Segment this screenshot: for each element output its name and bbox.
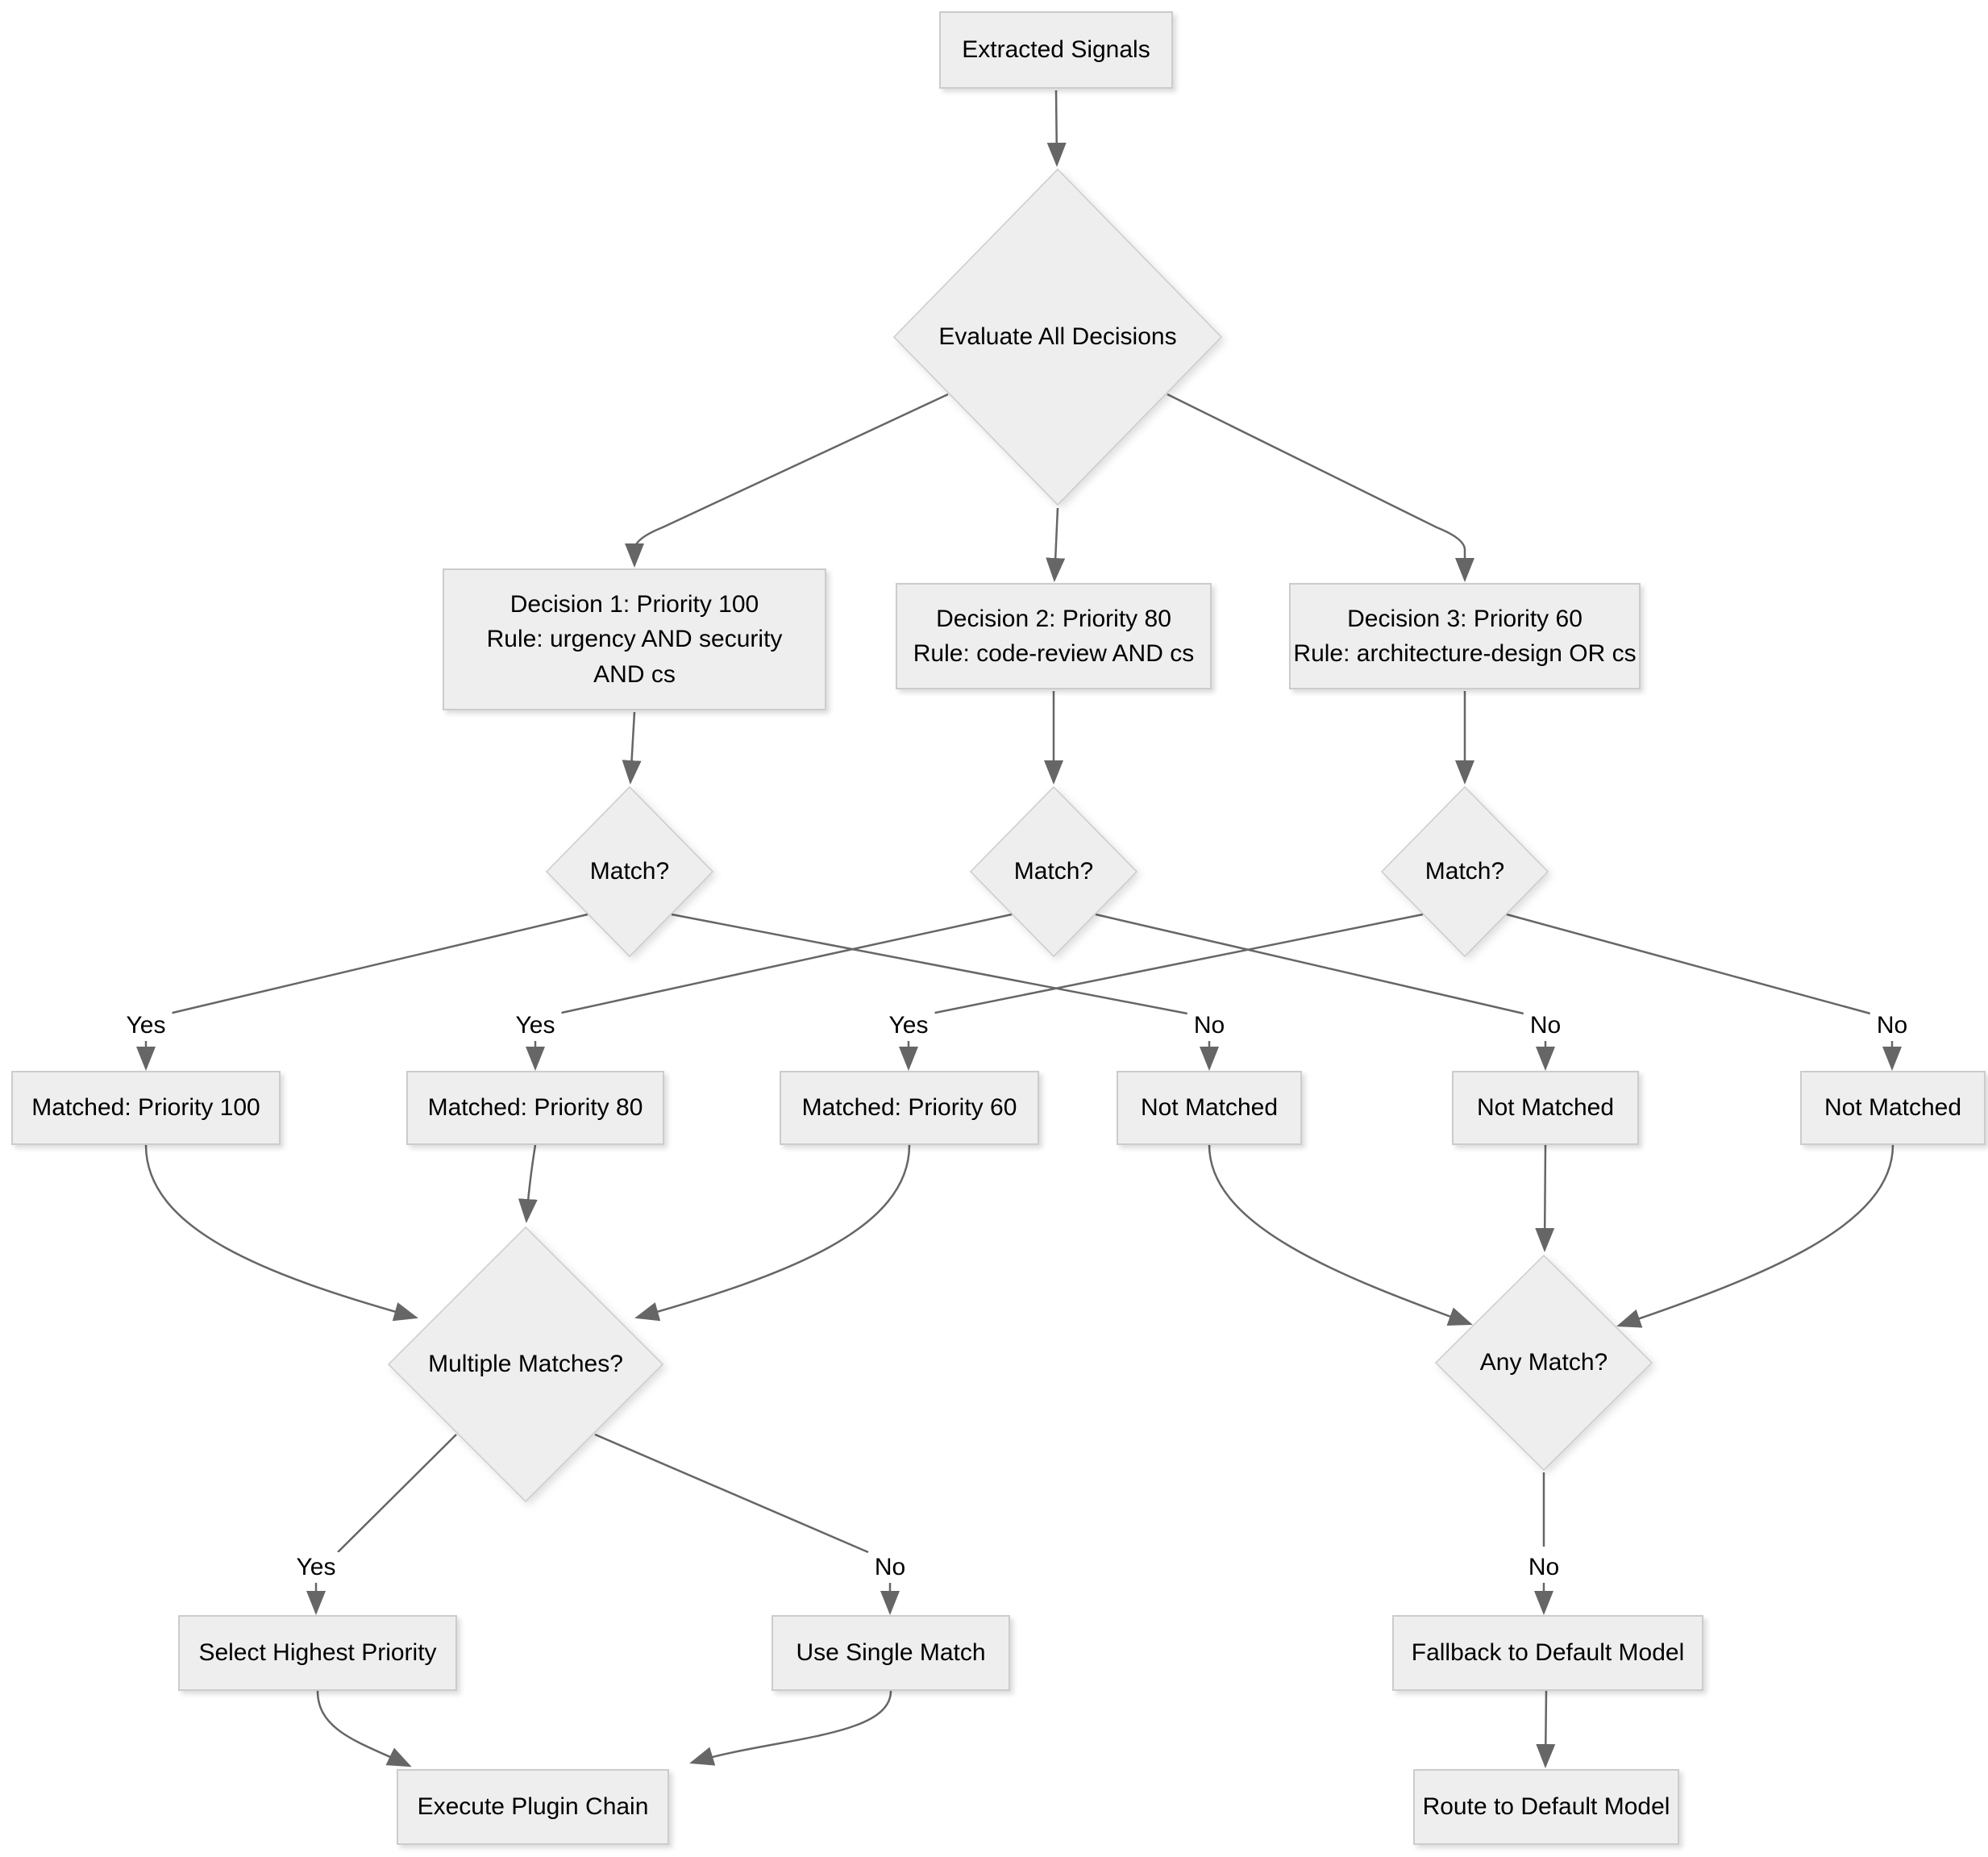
node-decision-2: Decision 2: Priority 80 Rule: code-revie… <box>896 583 1212 689</box>
node-multiple-matches: Multiple Matches? <box>387 1226 664 1503</box>
node-label: Route to Default Model <box>1422 1793 1670 1821</box>
node-label: Matched: Priority 60 <box>801 1094 1017 1122</box>
edge-label-match1-yes: Yes <box>119 1010 173 1041</box>
edge-label-match1-no: No <box>1187 1010 1232 1041</box>
edge-label-match2-no: No <box>1523 1010 1568 1041</box>
node-label: Match? <box>589 858 670 885</box>
node-label: Use Single Match <box>796 1639 986 1667</box>
node-label: Extracted Signals <box>962 36 1150 64</box>
node-label: Match? <box>1424 858 1505 885</box>
edge-match2-no-line <box>1095 913 1524 1015</box>
edge-multiple-yes-line <box>337 1434 457 1553</box>
edge-label-match3-no: No <box>1869 1010 1915 1041</box>
edge-match3-no-line <box>1506 913 1871 1015</box>
edge-match2-yes-line <box>557 913 1013 1015</box>
node-fallback-default-model: Fallback to Default Model <box>1392 1615 1703 1691</box>
edge-label-multiple-no: No <box>867 1552 913 1583</box>
edge-fallback-to-route <box>1536 1690 1556 1768</box>
node-matched-priority-80: Matched: Priority 80 <box>406 1071 664 1145</box>
edge-single-to-execute <box>689 1690 892 1766</box>
diamond-shape <box>1380 785 1549 958</box>
node-label: Matched: Priority 100 <box>31 1094 260 1122</box>
diamond-shape <box>969 785 1138 958</box>
edge-notmatched3-to-anymatch <box>1616 1144 1894 1328</box>
diamond-shape <box>892 168 1223 506</box>
node-label: Any Match? <box>1479 1349 1608 1376</box>
node-extracted-signals: Extracted Signals <box>939 11 1173 89</box>
node-any-match: Any Match? <box>1434 1254 1653 1472</box>
edge-matched100-to-multiple <box>144 1144 418 1322</box>
node-label: Not Matched <box>1140 1094 1279 1122</box>
node-label: Select Highest Priority <box>198 1639 437 1667</box>
edge-label-match2-yes: Yes <box>509 1010 562 1041</box>
edge-label-match3-yes: Yes <box>882 1010 935 1041</box>
node-not-matched-3: Not Matched <box>1800 1071 1986 1145</box>
node-label: Matched: Priority 80 <box>427 1094 643 1122</box>
node-match-2: Match? <box>969 785 1138 958</box>
node-match-3: Match? <box>1380 785 1549 958</box>
node-not-matched-2: Not Matched <box>1452 1071 1639 1145</box>
edge-match3-yes-line <box>930 913 1424 1015</box>
node-use-single-match: Use Single Match <box>771 1615 1010 1691</box>
node-label: Fallback to Default Model <box>1411 1639 1685 1667</box>
edge-matched80-to-multiple <box>518 1144 538 1223</box>
node-not-matched-1: Not Matched <box>1117 1071 1302 1145</box>
diamond-shape <box>1434 1254 1653 1472</box>
edge-matched60-to-multiple <box>634 1144 911 1322</box>
edge-match1-yes-line <box>168 913 588 1015</box>
edge-evaluate-to-decision3 <box>1167 393 1474 582</box>
node-evaluate-all-decisions: Evaluate All Decisions <box>892 168 1223 506</box>
edge-multiple-no-line <box>594 1433 869 1554</box>
node-label: Match? <box>1013 858 1094 885</box>
edge-decision1-to-match1 <box>622 711 642 785</box>
diamond-shape <box>387 1226 664 1503</box>
edge-evaluate-to-decision1 <box>625 393 949 568</box>
node-label: Execute Plugin Chain <box>417 1793 649 1821</box>
edge-label-any-no: No <box>1521 1552 1566 1583</box>
edge-extracted-to-evaluate <box>1046 90 1067 167</box>
edge-match1-no-line <box>671 913 1188 1015</box>
diamond-shape <box>545 785 714 958</box>
node-matched-priority-60: Matched: Priority 60 <box>780 1071 1039 1145</box>
node-execute-plugin-chain: Execute Plugin Chain <box>397 1769 669 1845</box>
node-label: Decision 3: Priority 60 Rule: architectu… <box>1293 605 1637 668</box>
node-decision-1: Decision 1: Priority 100 Rule: urgency A… <box>443 568 826 710</box>
node-matched-priority-100: Matched: Priority 100 <box>11 1071 281 1145</box>
node-label: Not Matched <box>1476 1094 1615 1122</box>
node-match-1: Match? <box>545 785 714 958</box>
edge-notmatched1-to-anymatch <box>1208 1144 1473 1326</box>
node-label: Decision 2: Priority 80 Rule: code-revie… <box>913 605 1195 668</box>
node-decision-3: Decision 3: Priority 60 Rule: architectu… <box>1289 583 1641 689</box>
edge-select-to-execute <box>316 1690 412 1767</box>
node-label: Evaluate All Decisions <box>938 323 1177 351</box>
node-label: Not Matched <box>1824 1094 1962 1122</box>
node-select-highest-priority: Select Highest Priority <box>178 1615 457 1691</box>
node-route-default-model: Route to Default Model <box>1413 1769 1679 1845</box>
node-label: Multiple Matches? <box>428 1351 623 1378</box>
node-label: Decision 1: Priority 100 Rule: urgency A… <box>486 590 783 688</box>
edge-evaluate-to-decision2 <box>1046 507 1066 582</box>
edge-label-multiple-yes: Yes <box>289 1552 343 1583</box>
